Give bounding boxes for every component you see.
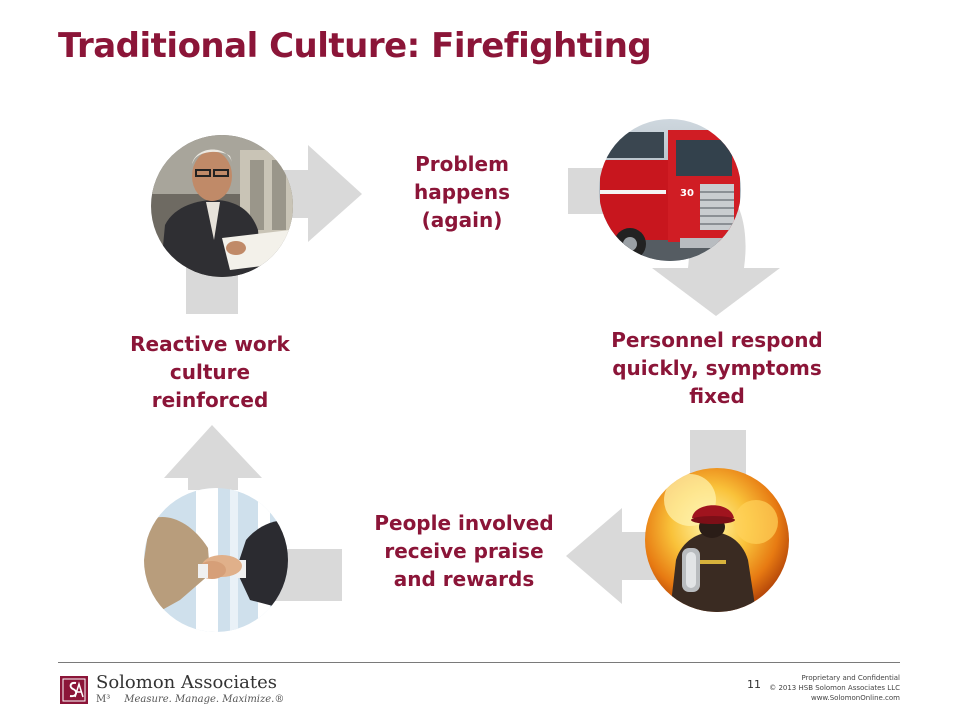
cycle-label-respond: Personnel respond quickly, symptoms fixe… [611, 328, 823, 408]
svg-text:30: 30 [680, 188, 694, 199]
slide-title: Traditional Culture: Firefighting [58, 26, 652, 66]
solomon-logo-icon [60, 676, 88, 704]
firefighter-photo [645, 468, 789, 612]
cycle-label-reinforced: Reactive work culture reinforced [130, 332, 290, 412]
tagline-text: Measure. Manage. Maximize.® [124, 694, 285, 705]
arrow-up-left [164, 425, 262, 490]
page-number: 11 [747, 678, 761, 691]
businessman-photo [151, 135, 293, 277]
handshake-photo [144, 488, 288, 632]
fire-truck-photo: 30 [599, 119, 741, 261]
legal-confidential: Proprietary and Confidential [801, 674, 900, 682]
footer-legal: Proprietary and Confidential © 2013 HSB … [769, 673, 900, 703]
legal-copyright: © 2013 HSB Solomon Associates LLC [769, 684, 900, 692]
footer-divider [58, 662, 900, 663]
legal-website: www.SolomonOnline.com [810, 694, 900, 702]
footer-tagline: M³ Measure. Manage. Maximize.® [96, 694, 284, 705]
cycle-label-praise: People involved receive praise and rewar… [374, 511, 554, 591]
tagline-mark: M³ [96, 694, 111, 705]
footer-brand: Solomon Associates [96, 672, 277, 693]
cycle-label-problem: Problem happens (again) [413, 152, 511, 232]
